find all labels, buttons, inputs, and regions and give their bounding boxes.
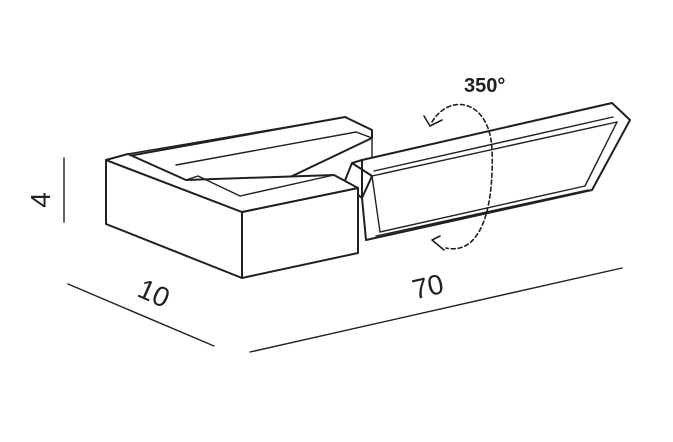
arm-inner-bottom	[375, 189, 589, 237]
height-dimension-label: 4	[25, 192, 56, 208]
rotation-arc	[431, 103, 494, 250]
body-groove-4	[185, 174, 335, 197]
length-dimension-label: 70	[409, 268, 446, 305]
arm-joint	[351, 162, 373, 199]
lamp-body	[105, 116, 373, 279]
body-groove-3	[127, 153, 187, 181]
arm-bevel-right	[584, 121, 618, 187]
arm-bevel-left	[371, 175, 381, 233]
depth-dimension-label: 10	[133, 273, 174, 314]
rotation-arrowhead-bottom	[431, 235, 445, 251]
arm-bevel-bottom	[379, 185, 586, 233]
body-groove-1	[127, 116, 347, 155]
rotation-indicator: 350°	[423, 75, 505, 251]
arm-inner-top	[373, 116, 614, 172]
depth-dimension-line	[67, 283, 215, 347]
rotation-angle-label: 350°	[464, 75, 505, 97]
length-dimension-line	[249, 267, 623, 353]
arm-bevel-top	[371, 121, 618, 177]
body-groove-2	[175, 131, 373, 166]
length-dimension: 70	[249, 267, 623, 353]
rotation-arrowhead-top	[423, 115, 443, 127]
arm-outline	[361, 102, 631, 241]
rotating-arm	[343, 102, 631, 241]
depth-dimension: 10	[67, 273, 215, 347]
height-dimension: 4	[25, 157, 65, 223]
